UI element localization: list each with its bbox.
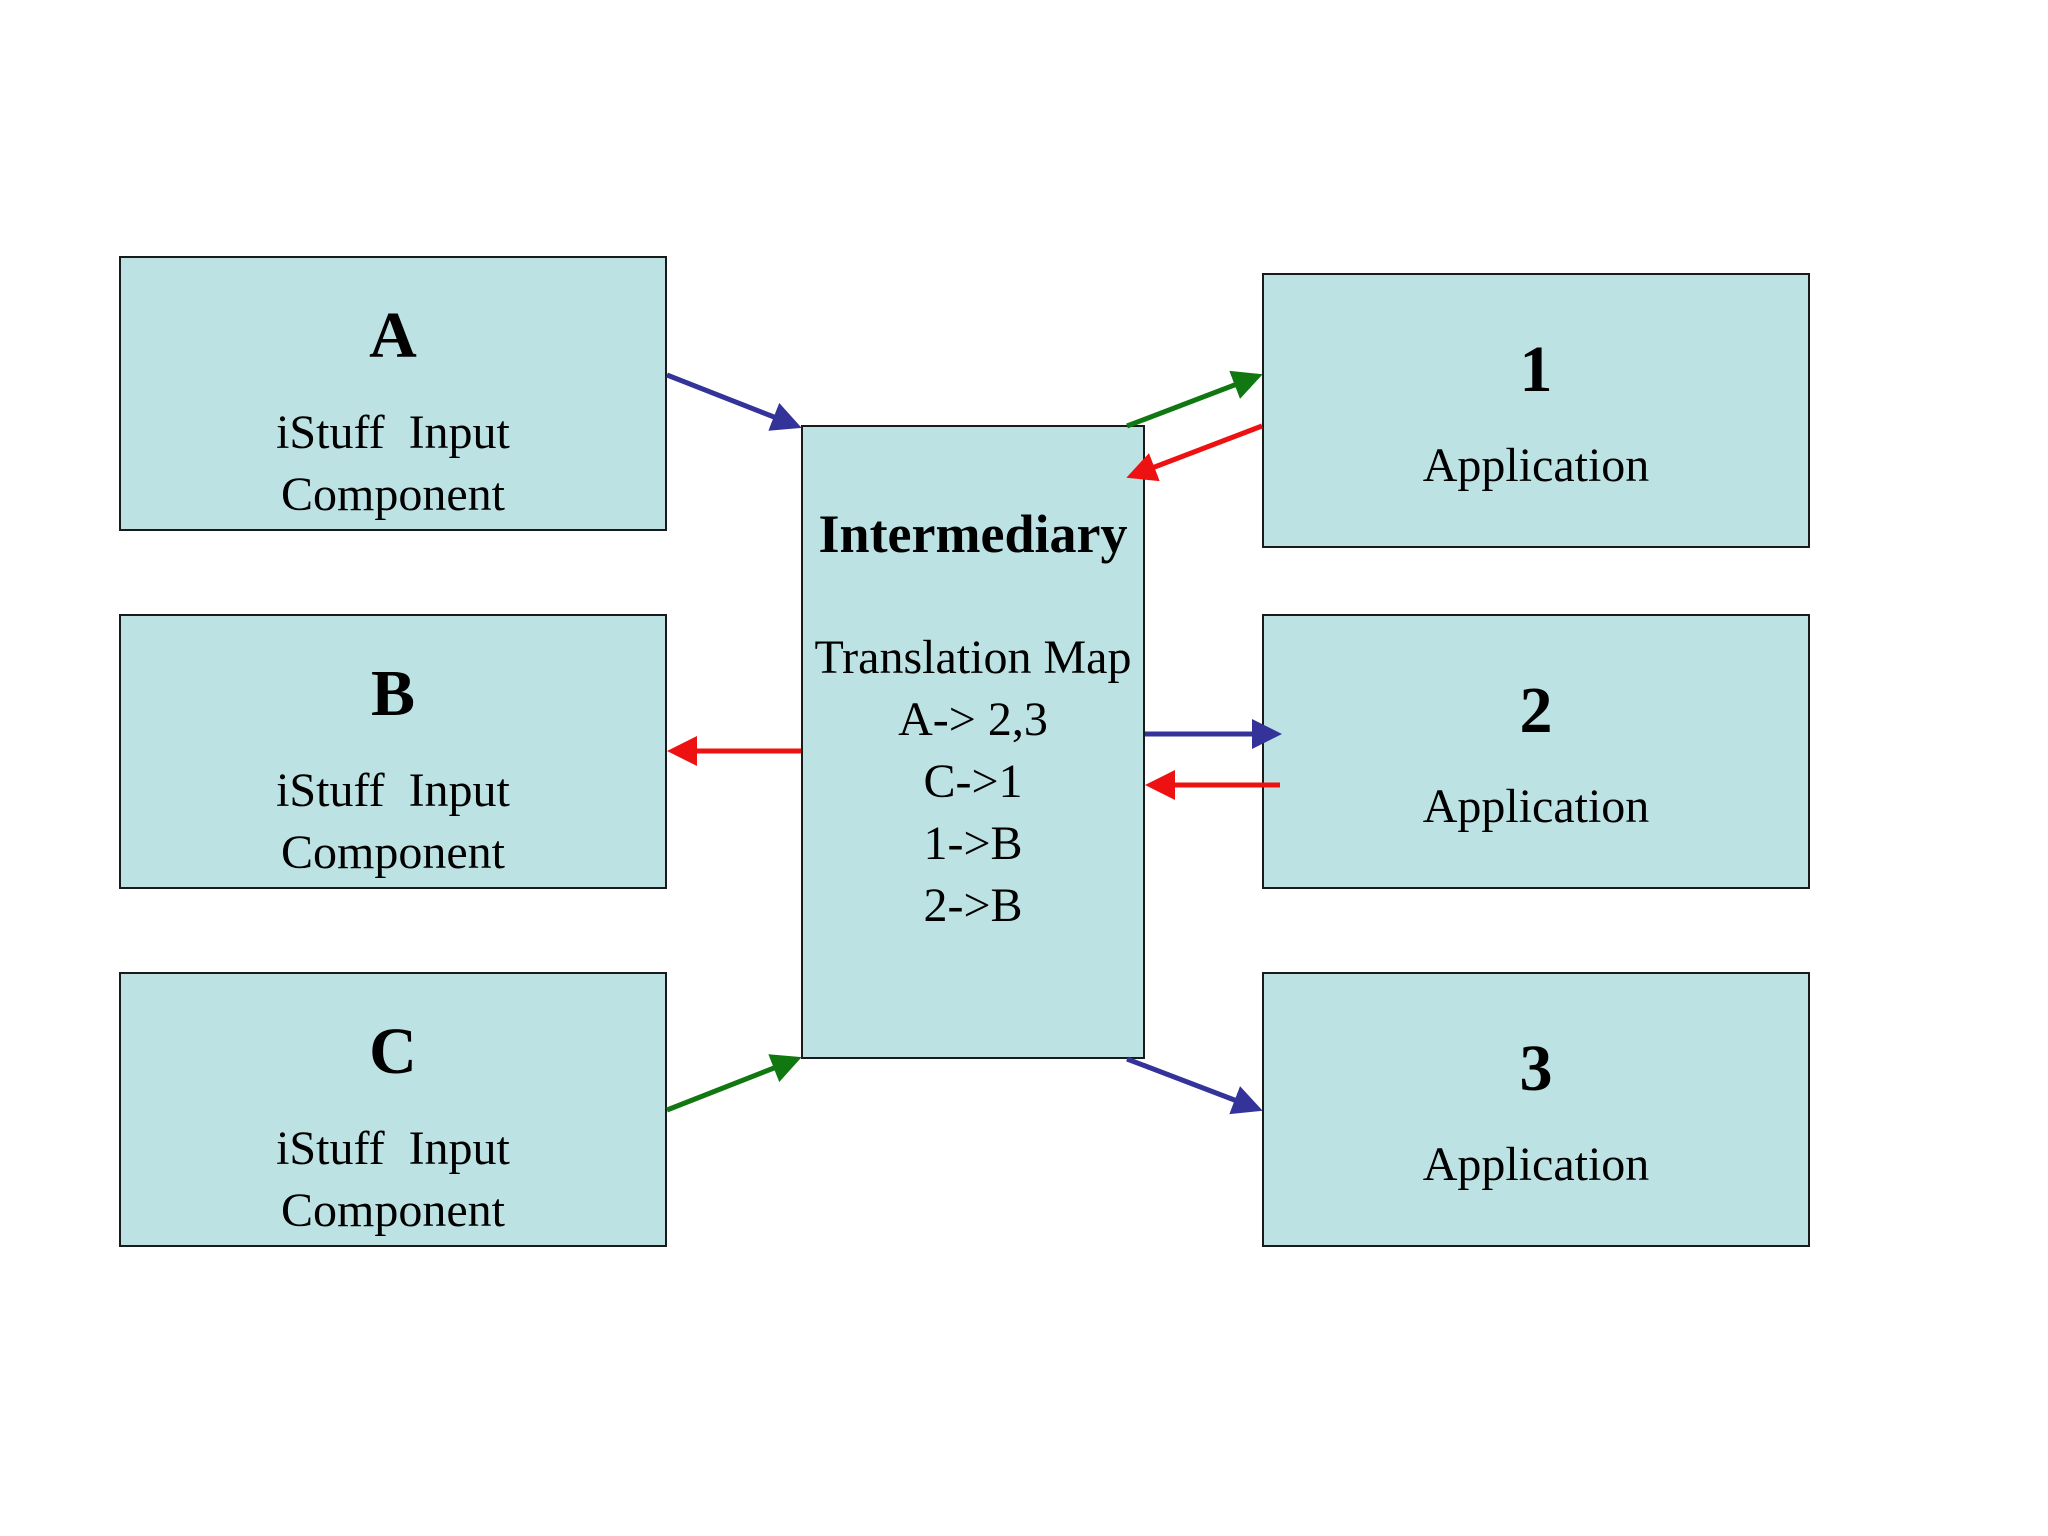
arrow-a-to-intermediary — [666, 372, 802, 431]
input-letter-a: A — [369, 299, 417, 372]
input-label-b-line2: Component — [281, 826, 505, 880]
input-component-c: C iStuff Input Component — [119, 972, 667, 1247]
translation-map-title: Translation Map — [814, 631, 1132, 684]
application-1: 1 Application — [1262, 273, 1810, 548]
application-number-2: 2 — [1519, 674, 1553, 747]
map-entry: 1->B — [923, 817, 1023, 870]
input-label-b: iStuff Input Component — [121, 760, 665, 885]
input-label-c-line1: iStuff Input — [276, 1122, 510, 1175]
arrow-c-to-intermediary — [666, 1054, 802, 1113]
input-component-b: B iStuff Input Component — [119, 614, 667, 889]
arrow-app-1-to-intermediary — [1126, 423, 1263, 482]
application-3: 3 Application — [1262, 972, 1810, 1247]
map-entry: A-> 2,3 — [898, 693, 1048, 746]
input-label-a-line2: Component — [281, 468, 505, 522]
input-letter-c: C — [369, 1015, 417, 1088]
input-letter-b: B — [370, 657, 416, 730]
arrow-intermediary-to-app-1 — [1126, 370, 1263, 429]
map-entry: 2->B — [923, 879, 1023, 932]
input-label-b-line1: iStuff Input — [276, 764, 510, 817]
input-label-c-line2: Component — [281, 1184, 505, 1238]
input-label-c: iStuff Input Component — [121, 1118, 665, 1243]
intermediary-box: Intermediary Translation Map A-> 2,3 C->… — [801, 425, 1145, 1059]
map-entry: C->1 — [923, 755, 1023, 808]
intermediary-title: Intermediary — [818, 504, 1128, 564]
application-number-1: 1 — [1519, 333, 1553, 406]
translation-map: Translation Map A-> 2,3 C->1 1->B 2->B — [803, 627, 1143, 937]
input-component-a: A iStuff Input Component — [119, 256, 667, 531]
arrow-intermediary-to-app-3 — [1126, 1056, 1263, 1115]
input-label-a: iStuff Input Component — [121, 402, 665, 527]
application-label-3: Application — [1422, 1138, 1650, 1191]
application-label-1: Application — [1422, 439, 1650, 492]
application-number-3: 3 — [1519, 1032, 1553, 1105]
application-2: 2 Application — [1262, 614, 1810, 889]
application-label-2: Application — [1422, 780, 1650, 833]
input-label-a-line1: iStuff Input — [276, 406, 510, 459]
